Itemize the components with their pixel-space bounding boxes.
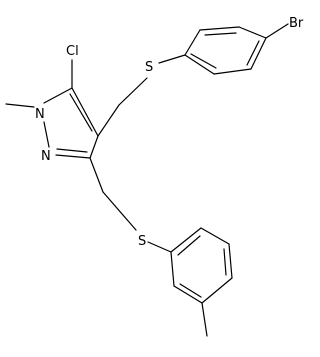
nitrogen-n1-atom-label: N bbox=[35, 107, 45, 122]
bond bbox=[228, 243, 233, 279]
bond-n1-n2 bbox=[43, 121, 50, 148]
chlorine-atom-label: Cl bbox=[66, 44, 79, 59]
pyrazole-ring bbox=[43, 87, 99, 159]
bond-to-methyl bbox=[201, 302, 208, 337]
bond-sulfur-to-ch2 bbox=[118, 77, 148, 106]
bond-n2-c3 bbox=[55, 154, 91, 159]
bond bbox=[184, 54, 215, 75]
aromatic-double-bond bbox=[223, 248, 227, 276]
bond bbox=[213, 68, 252, 75]
bond bbox=[199, 26, 240, 31]
tolyl-ring bbox=[170, 227, 233, 304]
nitrogen-n2-atom-label: N bbox=[41, 149, 51, 164]
aromatic-double-bond bbox=[56, 148, 88, 153]
aromatic-double-bond bbox=[204, 32, 237, 36]
bond-c4-c5 bbox=[71, 87, 99, 137]
bond-ch2-to-pyrazole bbox=[97, 104, 120, 137]
bond-n-methyl bbox=[5, 103, 35, 108]
bond bbox=[173, 285, 203, 304]
bond bbox=[170, 251, 175, 287]
bond-c5-n1 bbox=[43, 87, 73, 104]
sulfur-top-atom-label: S bbox=[145, 60, 153, 75]
aromatic-double-bond bbox=[246, 40, 260, 66]
bond-ch2-to-sulfur bbox=[102, 191, 137, 231]
bond-c3-to-ch2 bbox=[89, 157, 104, 193]
aromatic-double-bond bbox=[177, 235, 201, 256]
bromine-atom-label: Br bbox=[289, 16, 304, 31]
bond bbox=[170, 227, 202, 253]
bond-to-bromine bbox=[265, 23, 289, 39]
aromatic-double-bond bbox=[69, 93, 93, 132]
aromatic-double-bond bbox=[179, 283, 202, 298]
bromophenyl-ring bbox=[184, 26, 267, 75]
bond bbox=[201, 277, 233, 304]
bond bbox=[200, 227, 230, 245]
bond bbox=[238, 26, 267, 39]
bond-sulfur-to-ring bbox=[147, 241, 172, 253]
aromatic-double-bond bbox=[190, 53, 217, 69]
bond bbox=[250, 37, 267, 70]
bond-ring-to-sulfur bbox=[158, 54, 186, 64]
sulfur-bottom-atom-label: S bbox=[138, 234, 146, 249]
bond-c3-c4 bbox=[89, 135, 99, 159]
bond bbox=[184, 29, 201, 56]
